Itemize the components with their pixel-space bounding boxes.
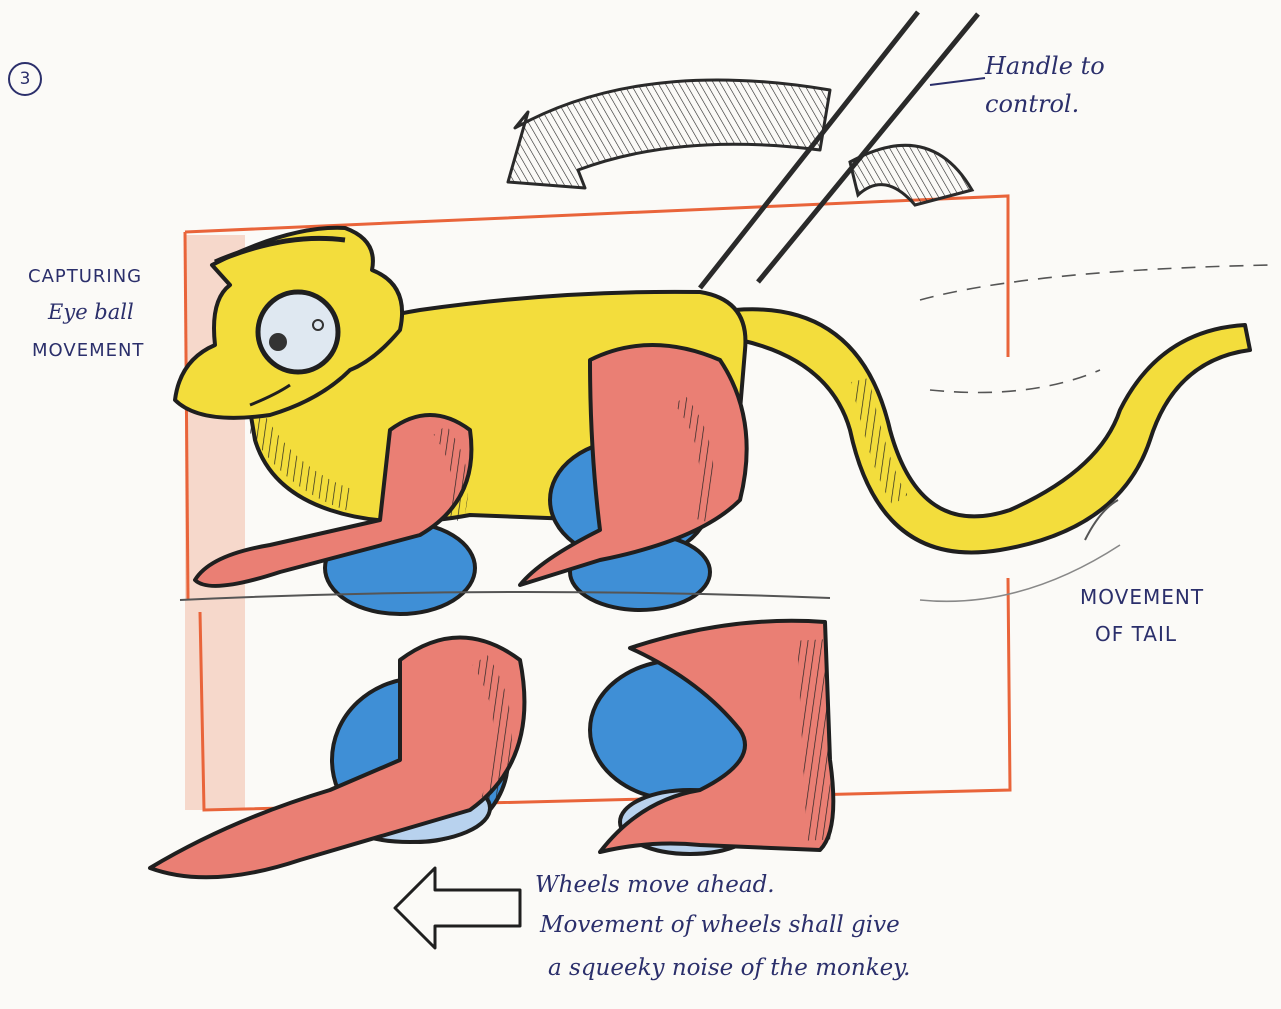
wheels-label-line1: Wheels move ahead. xyxy=(535,872,775,898)
eye-label-line1: CAPTURING xyxy=(28,266,142,287)
tail-label-line2: OF TAIL xyxy=(1095,622,1177,646)
tail-label-line1: MOVEMENT xyxy=(1080,585,1204,609)
rotation-arrow xyxy=(508,80,972,205)
lower-assembly xyxy=(150,621,833,878)
wheels-label-line2: Movement of wheels shall give xyxy=(540,912,900,938)
eye-ball xyxy=(258,292,338,372)
monkey-tail xyxy=(735,265,1270,601)
eye-label-line2: Eye ball xyxy=(48,300,134,324)
left-direction-arrow xyxy=(395,868,520,948)
control-handle xyxy=(700,12,985,288)
handle-label-line2: control. xyxy=(985,90,1079,118)
handle-label-line1: Handle to xyxy=(985,52,1105,80)
eye-label-line3: MOVEMENT xyxy=(32,340,144,361)
wheels-label-line3: a squeeky noise of the monkey. xyxy=(548,955,911,981)
